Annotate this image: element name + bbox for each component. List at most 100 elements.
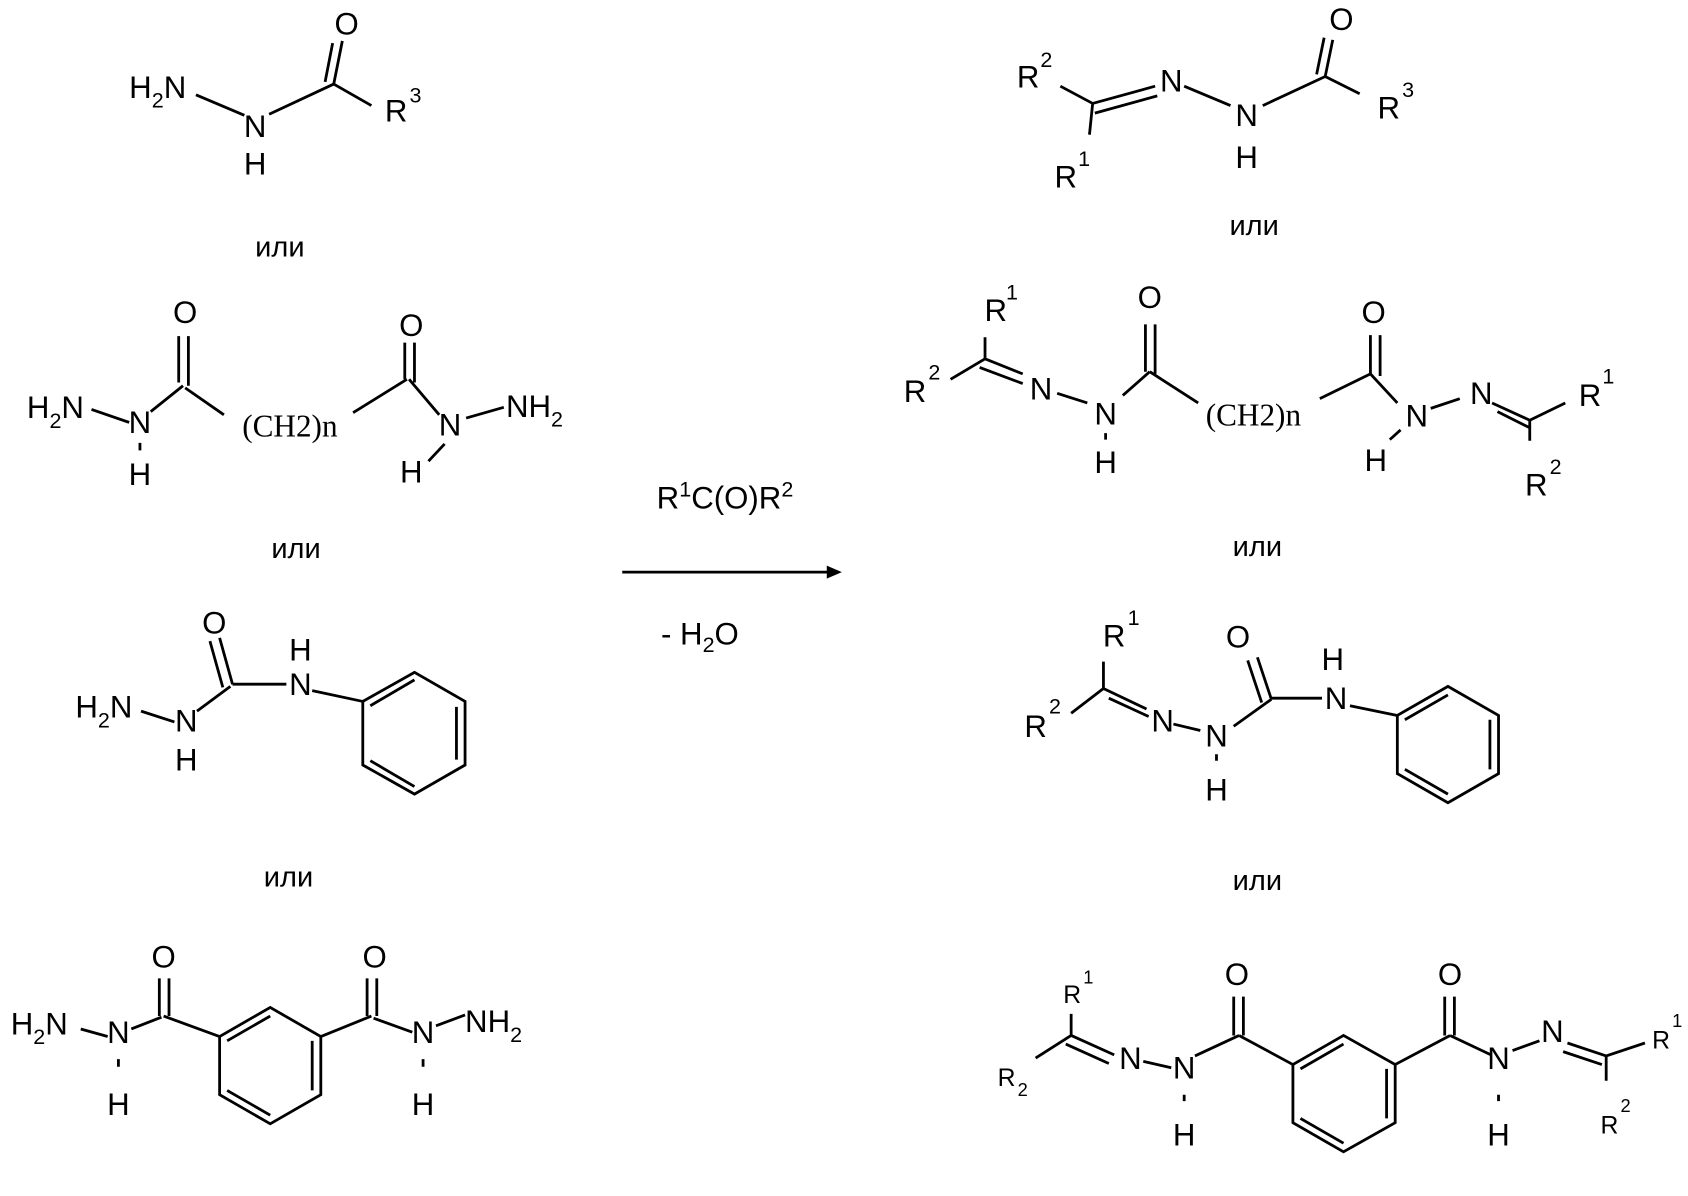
atom-h: H [1365,443,1388,478]
superscript-2: 2 [1040,48,1052,72]
superscript-3: 3 [1402,78,1414,102]
atom-h: H [175,742,198,777]
product-acylhydrazone: R 2 R 1 N N H O R 3 [1017,2,1414,194]
atom-n: N [1405,399,1428,434]
product-isophthalic-bishydrazone: R 1 R 2 N N H O O N H N R 1 R 2 [998,957,1682,1154]
bond-lines [949,324,1566,441]
atom-h: H [412,1087,435,1122]
group-r1: R [1054,159,1077,194]
separator-or: или [1229,210,1278,242]
reagent-label: R1C(O)R2 [657,478,794,516]
atom-n: N [412,1015,435,1050]
atom-o: O [1329,2,1353,37]
product-phenylsemicarbazone: R 1 R 2 N N H O N H [1024,606,1500,808]
group-r1: R [1579,378,1602,413]
bond-lines [1070,656,1398,761]
atom-n: N [1235,98,1258,133]
superscript-1: 1 [1602,365,1614,389]
superscript-2: 2 [1620,1095,1630,1116]
product-aliphatic-bishydrazone: R 1 R 2 N N H O (CH2)n O N N R 1 R 2 H [904,280,1615,502]
group-r3: R [385,94,408,129]
atom-n: N [175,704,198,739]
atom-o: O [1438,957,1462,992]
group-r2: R [1600,1112,1618,1139]
atom-o: O [202,606,226,641]
atom-n: N [1470,376,1493,411]
subscript-2: 2 [1018,1079,1028,1100]
atom-n: N [289,667,312,702]
group-r1: R [1103,618,1126,653]
superscript-1: 1 [1672,1010,1682,1031]
separator-or: или [264,862,313,894]
atom-o: O [1138,280,1162,315]
atom-n: N [1173,1051,1196,1086]
atom-h: H [1321,642,1344,677]
atom-h: H [1205,773,1228,808]
superscript-2: 2 [928,360,940,384]
superscript-1: 1 [1128,606,1140,630]
bond-lines [1059,37,1361,135]
atom-n: N [1541,1014,1564,1049]
group-r2: R [904,374,927,409]
byproduct-label: - H2O [661,616,739,657]
group-r2: R [1024,709,1047,744]
separator-or: или [1233,865,1282,897]
atom-h: H [289,632,312,667]
atom-o: O [1226,620,1250,655]
atom-o: O [334,6,358,41]
group-r1: R [1652,1027,1670,1054]
group-r2: R [1525,468,1548,503]
bond-lines [1034,996,1646,1102]
atom-n: N [129,405,152,440]
atom-h: H [1094,445,1117,480]
atom-n: N [1119,1041,1142,1076]
group-r3: R [1377,91,1400,126]
atom-n: N [1325,681,1348,716]
bond-lines [195,40,373,117]
group-r2: R [1017,59,1040,94]
atom-h: H [1487,1117,1510,1152]
atom-o: O [362,940,386,975]
bond-lines [80,978,466,1067]
atom-nh2: NH2 [465,1004,522,1047]
separator-or: или [271,533,320,565]
benzene-ring [361,670,467,796]
atom-n: N [1151,704,1174,739]
methylene-chain: (CH2)n [1206,398,1302,433]
atom-n: N [107,1015,130,1050]
atom-o: O [1225,957,1249,992]
group-r1: R [985,293,1008,328]
superscript-2: 2 [1550,455,1562,479]
superscript-1: 1 [1006,281,1018,305]
atom-n: N [1094,397,1117,432]
atom-h2n: H2N [129,70,186,113]
atom-h: H [1173,1117,1196,1152]
separator-or: или [255,231,304,263]
atom-h2n: H2N [11,1006,68,1049]
bond-lines [91,336,505,463]
reactant-phenylsemicarbazide: H2N N H O N H [75,606,467,796]
atom-h: H [244,147,267,182]
methylene-chain: (CH2)n [242,408,338,443]
benzene-ring [218,1005,323,1126]
superscript-2: 2 [1049,694,1061,718]
benzene-ring [1395,684,1500,805]
group-r1: R [1063,982,1081,1009]
atom-n: N [1160,64,1183,99]
atom-n: N [1030,372,1053,407]
reaction-arrow: R1C(O)R2 - H2O [622,478,842,657]
atom-h: H [107,1087,130,1122]
reactant-isophthalic-dihydrazide: H2N N H O O N NH2 H [11,940,522,1126]
atom-o: O [173,295,197,330]
atom-n: N [1205,719,1228,754]
separator-or: или [1233,531,1282,563]
reactant-aliphatic-dihydrazide: H2N N H O (CH2)n O N NH2 H [27,295,563,492]
atom-n: N [439,407,462,442]
superscript-3: 3 [410,83,422,107]
superscript-1: 1 [1083,967,1093,988]
atom-h: H [400,455,423,490]
group-r2: R [998,1065,1016,1092]
atom-n: N [1487,1041,1510,1076]
arrow-head-icon [826,565,842,579]
